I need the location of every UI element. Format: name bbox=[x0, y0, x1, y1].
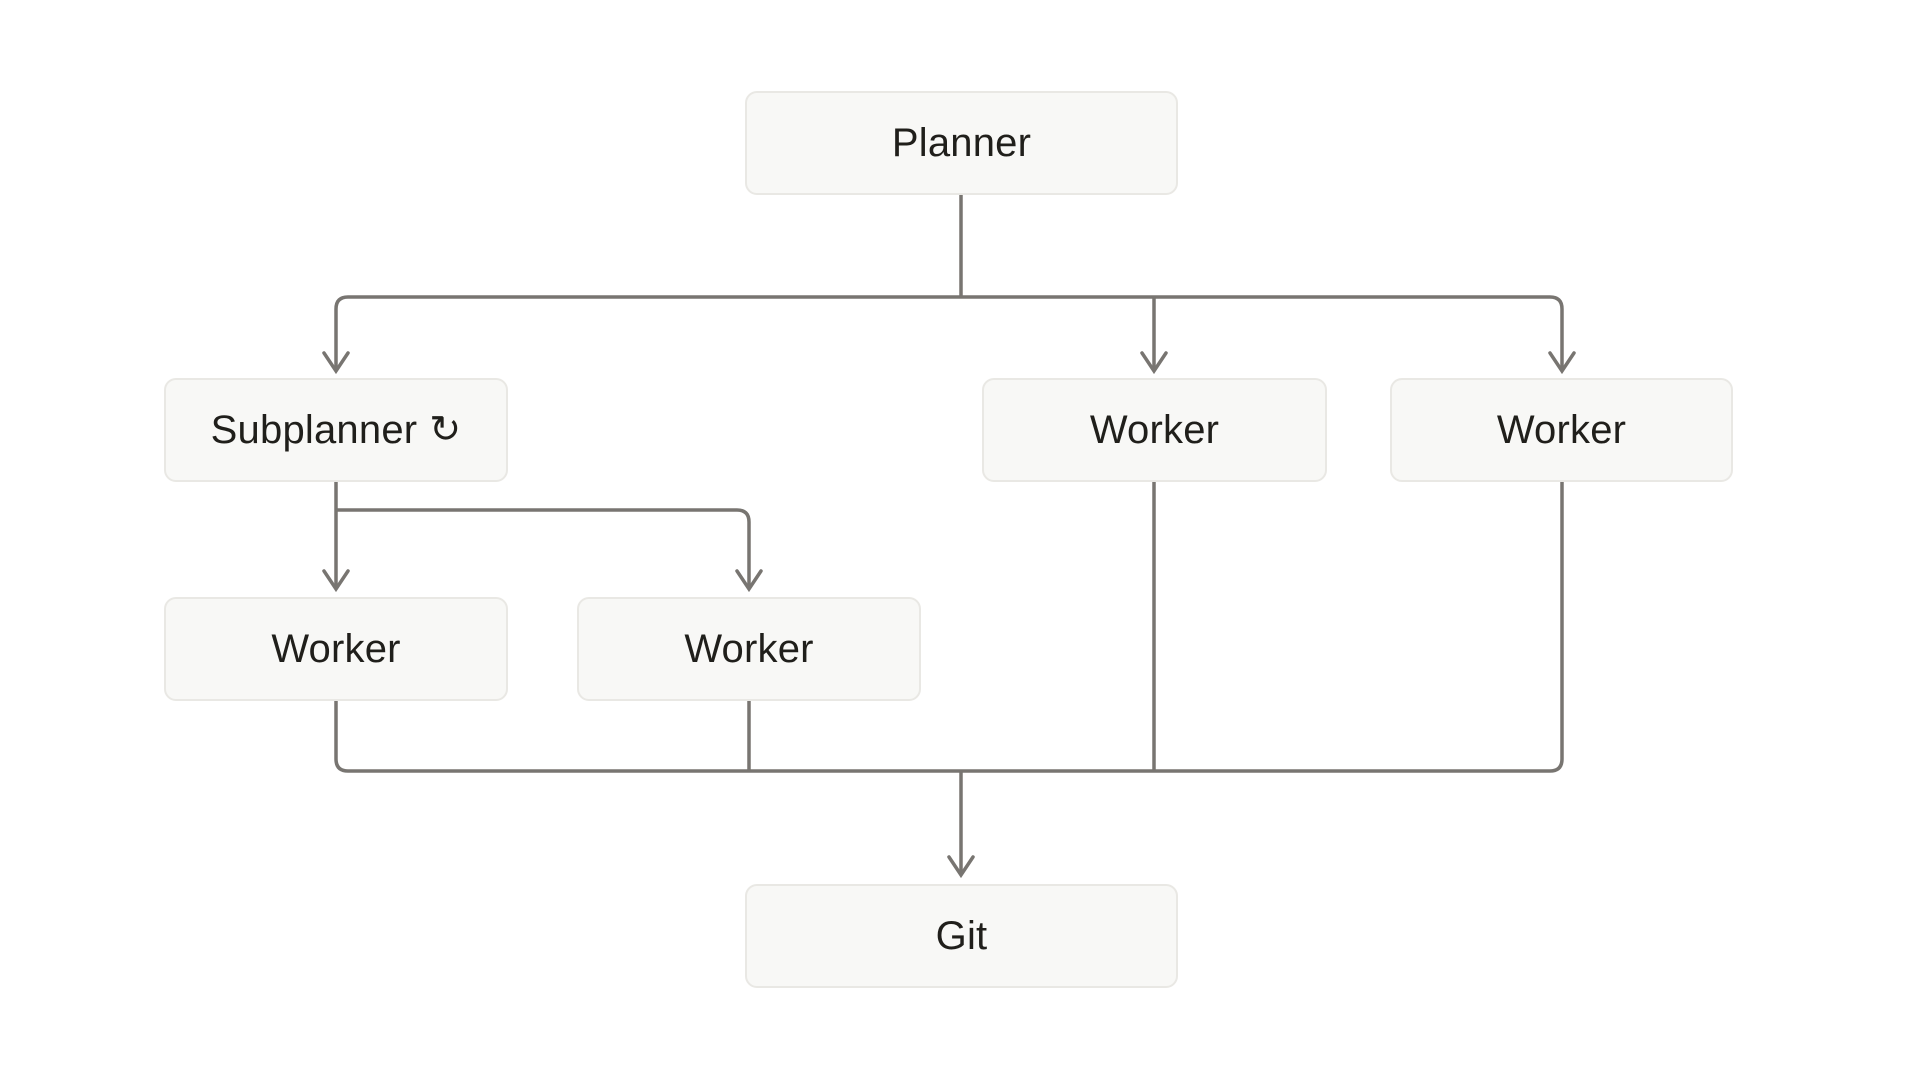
node-worker-top-mid-label: Worker bbox=[1089, 407, 1220, 452]
edge-planner-subplanner bbox=[322, 295, 961, 375]
node-worker-sub-right-label: Worker bbox=[684, 626, 814, 671]
node-subplanner-label: Subplanner bbox=[210, 407, 418, 452]
node-planner-label: Planner bbox=[891, 120, 1032, 165]
node-git: Git bbox=[745, 884, 1178, 988]
node-subplanner: Subplanner ↻ bbox=[164, 378, 508, 482]
node-worker-sub-right: Worker bbox=[577, 597, 921, 701]
node-worker-top-right-label: Worker bbox=[1496, 407, 1627, 452]
node-worker-sub-left: Worker bbox=[164, 597, 508, 701]
edge-worker-sub1-bus bbox=[334, 701, 961, 773]
refresh-loop-icon: ↻ bbox=[429, 409, 462, 451]
edge-subplanner-worker-sub2 bbox=[336, 508, 763, 593]
node-worker-top-right: Worker bbox=[1390, 378, 1733, 482]
node-worker-top-mid: Worker bbox=[982, 378, 1327, 482]
node-worker-sub-left-label: Worker bbox=[271, 626, 401, 671]
node-planner: Planner bbox=[745, 91, 1178, 195]
node-git-label: Git bbox=[935, 913, 988, 958]
edge-planner-worker-right bbox=[961, 295, 1576, 375]
edge-worker-right-bus bbox=[961, 482, 1564, 773]
